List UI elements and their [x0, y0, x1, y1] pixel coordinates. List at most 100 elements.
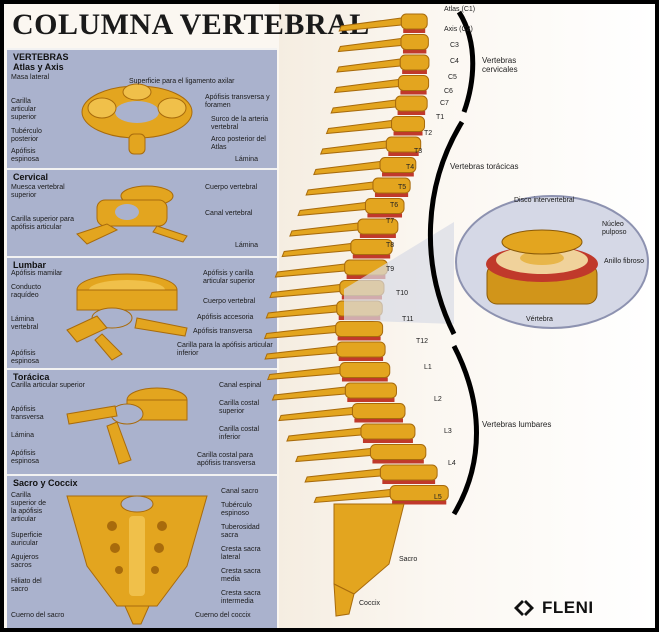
intervertebral-disc [382, 172, 414, 177]
lumbar-label-4: Apófisis y carilla articular superior [203, 270, 256, 285]
vertebra-label: T1 [436, 114, 445, 121]
vertebral-body [391, 116, 426, 132]
section-lumbar-title: Lumbar [13, 260, 47, 270]
vertebra-label: T9 [386, 266, 395, 273]
spinous-process [304, 468, 381, 483]
intervertebral-disc [362, 439, 413, 443]
atlas-label-8: Lámina [235, 156, 258, 163]
vertebra-label: T5 [398, 184, 407, 191]
vertebral-body [339, 362, 391, 378]
lumbar-label-1: Conducto raquídeo [11, 284, 41, 299]
intervertebral-disc [347, 398, 395, 402]
section-cervical-title: Cervical [13, 172, 49, 182]
sacrum-label-4: Cuerno del sacro [11, 612, 65, 619]
vertebra-label: Axis (C2) [444, 26, 473, 33]
vertebra-label: T12 [416, 338, 429, 345]
sacrum-label-3: Hiliato del sacro [11, 578, 42, 593]
spinous-process [286, 427, 362, 442]
detail-nucleo-label: Núcleo pulposo [602, 221, 627, 236]
spinous-process [313, 488, 391, 504]
vertebral-body [397, 75, 430, 91]
vertebra-label: L3 [444, 428, 452, 435]
cervical-illustration [76, 185, 188, 245]
zoom-wedge [344, 222, 454, 324]
detail-vertebra-label: Vértebra [526, 316, 553, 323]
spinous-process [333, 78, 399, 94]
thoracic-illustration [66, 387, 188, 465]
cervical-label-0: Muesca vertebral superior [11, 184, 65, 199]
section-toracica-title: Torácica [13, 372, 50, 382]
section-lumbar: Lumbar Apófisis mamilar Conducto raquíde… [7, 256, 277, 368]
lumbar-label-5: Cuerpo vertebral [203, 298, 256, 305]
thoracic-label-5: Carilla costal superior [219, 400, 260, 415]
sacrum-label-5: Canal sacro [221, 488, 259, 495]
atlas-illustration [81, 83, 193, 155]
spinous-process [265, 304, 338, 319]
intervertebral-disc [392, 500, 447, 505]
vertebra-label: T7 [386, 218, 395, 225]
vertebra-label: C6 [444, 88, 453, 95]
atlas-label-0: Masa lateral [11, 74, 50, 81]
vertebra-label: T2 [424, 130, 433, 137]
cervical-label-3: Canal vertebral [205, 210, 253, 217]
vertebral-body [351, 403, 406, 419]
vertebra-label: Atlas (C1) [444, 6, 476, 13]
vertebra-label: L4 [448, 460, 456, 467]
atlas-label-6: Surco de la arteria vertebral [211, 116, 269, 131]
spinous-process [295, 447, 371, 463]
intervertebral-disc [393, 131, 423, 136]
vertebra-label: L1 [424, 364, 432, 371]
fleni-logo-text: FLENI [542, 598, 594, 617]
intervertebral-disc [400, 90, 427, 95]
lumbar-label-8: Carilla para la apófisis articular infer… [177, 342, 273, 357]
vertebra-label: L5 [434, 494, 442, 501]
lumbar-bracket [451, 344, 479, 516]
intervertebral-disc [402, 70, 427, 74]
coccyx [333, 583, 355, 617]
vertebral-body [344, 382, 397, 399]
spinous-process [266, 365, 341, 381]
vertebra-label: T10 [396, 290, 409, 297]
sacrum-label-7: Tuberosidad sacra [221, 524, 260, 539]
spinous-process [336, 58, 401, 73]
lumbar-label-7: Apófisis transversa [193, 328, 253, 335]
sacrum-label-0: Carilla superior de la apófisis articula… [11, 492, 47, 523]
sacrum-label-9: Cresta sacra media [221, 568, 261, 583]
thoracic-label-6: Carilla costal inferior [219, 426, 260, 441]
vertebral-body [336, 341, 386, 358]
spinous-process [325, 119, 393, 135]
spinous-process [271, 386, 346, 401]
vertebral-body [399, 54, 430, 71]
vertebra-label: T3 [414, 148, 423, 155]
intervertebral-disc [359, 234, 396, 238]
spinous-process [305, 181, 374, 196]
vertebral-body [360, 423, 416, 440]
spinous-process [281, 242, 352, 258]
thoracic-label-2: Lámina [11, 432, 34, 439]
vertebral-body [400, 13, 428, 30]
intervertebral-disc [338, 357, 384, 361]
sacrum-label-6: Tubérculo espinoso [221, 502, 252, 517]
lumbar-label-6: Apófisis accesoria [197, 314, 254, 321]
vertebra-label: C4 [450, 58, 459, 65]
spinous-process [319, 140, 387, 155]
vertebral-body [335, 321, 384, 337]
intervertebral-disc [388, 152, 419, 156]
spinous-process [330, 99, 397, 114]
vertebral-body [395, 95, 428, 112]
vertebra-label: T11 [402, 316, 414, 323]
vertebra-label: Coccix [359, 600, 381, 607]
group-lumbar-label: Vertebras lumbares [482, 420, 552, 429]
vertebra-label: T4 [406, 164, 415, 171]
lumbar-label-2: Lámina vertebral [11, 316, 39, 331]
detail-disco-label: Disco intervertebral [514, 197, 575, 204]
vertebra-label: C5 [448, 74, 457, 81]
sacrum-label-2: Agujeros sacros [11, 554, 39, 569]
thoracic-label-3: Apófisis espinosa [11, 450, 40, 465]
thoracic-label-1: Apófisis transversa [11, 406, 44, 421]
spinous-process [337, 37, 402, 53]
vertebral-body [369, 444, 427, 460]
lumbar-illustration [66, 273, 188, 361]
disc-detail [455, 195, 649, 329]
